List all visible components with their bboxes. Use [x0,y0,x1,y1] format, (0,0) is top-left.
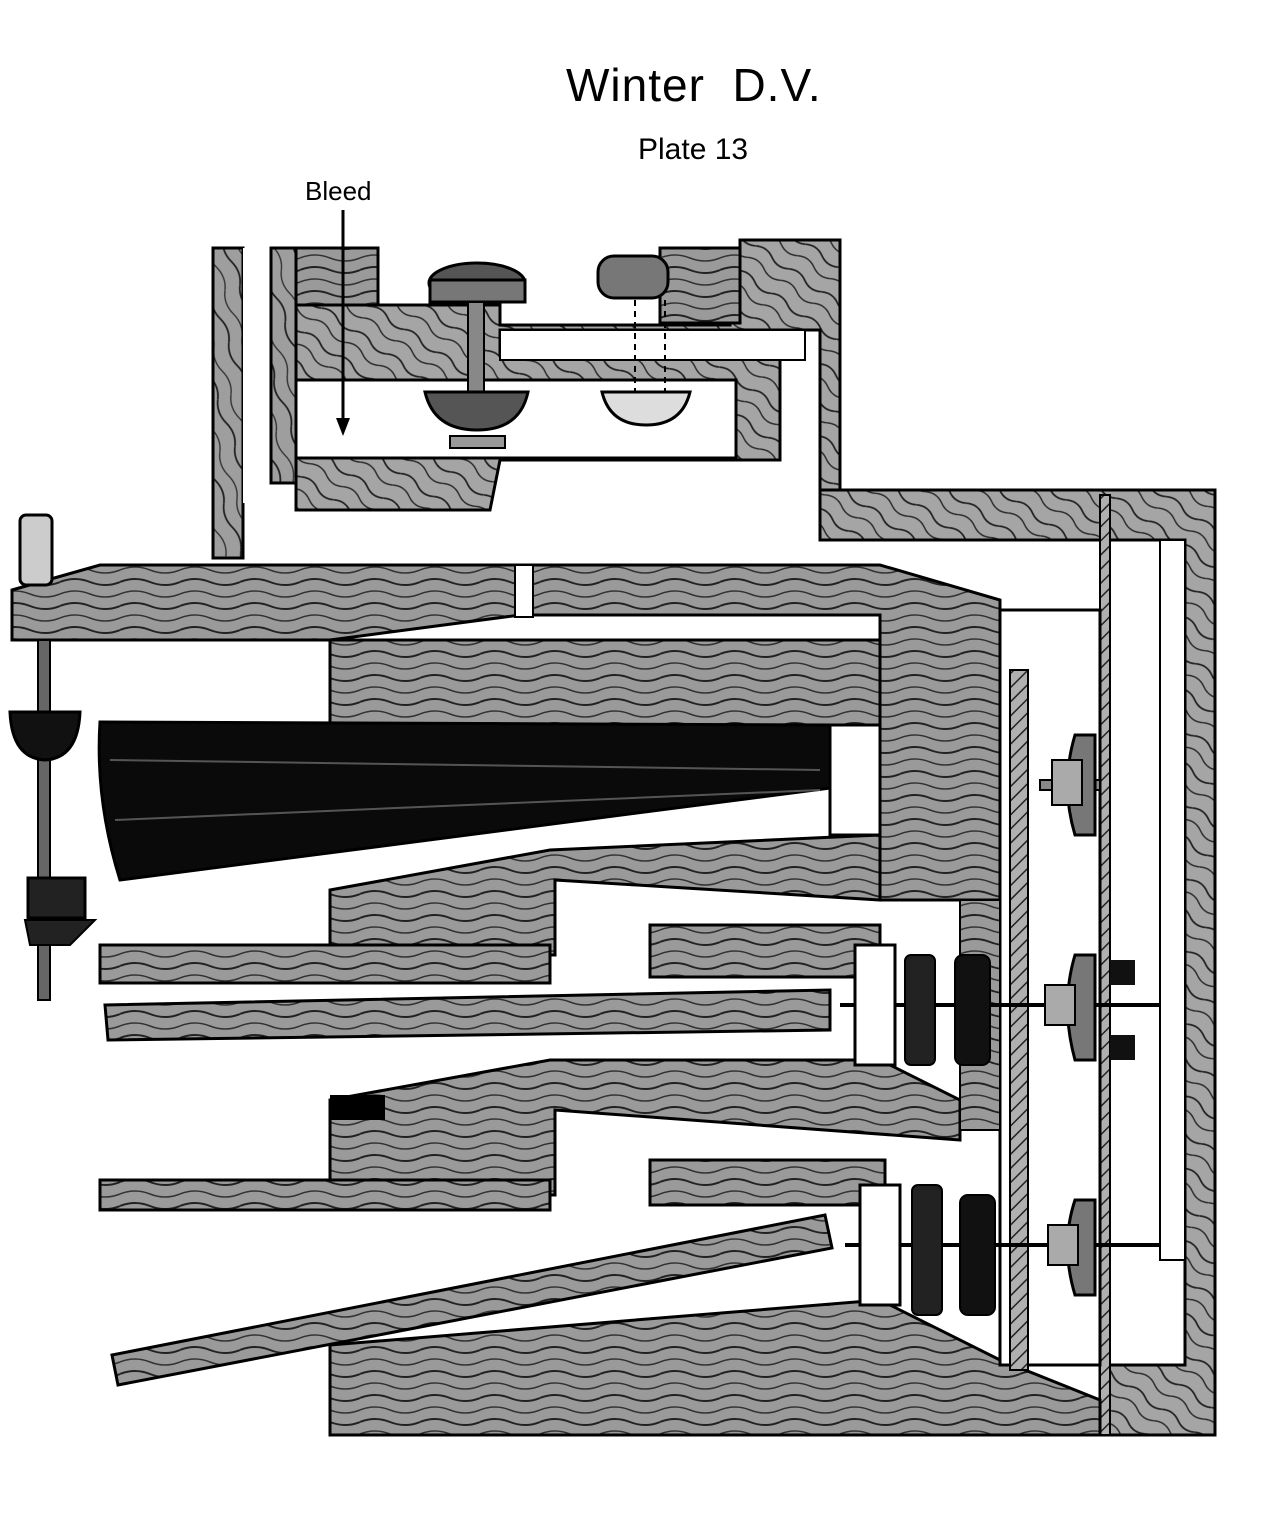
middle-block [98,833,962,1197]
primary-pneumatic-bellows [97,720,882,882]
upper-valve-block [211,238,842,560]
valve-assembly-middle [840,943,1160,1067]
bleed-arrow [336,210,350,436]
lower-block [98,1158,1102,1437]
plate-number: Plate 13 [638,133,749,166]
upper-primary-valve [423,261,530,449]
bleed-label: Bleed [305,176,372,206]
regulating-screw [8,513,98,1001]
valve-assembly-bottom [845,1183,1160,1316]
upper-secondary-valve [596,254,692,427]
valve-assembly-top [1039,733,1101,837]
diagram-title: Winter D.V. [566,59,822,111]
top-rail [10,563,1002,902]
right-wind-chest-wall [818,488,1217,1437]
